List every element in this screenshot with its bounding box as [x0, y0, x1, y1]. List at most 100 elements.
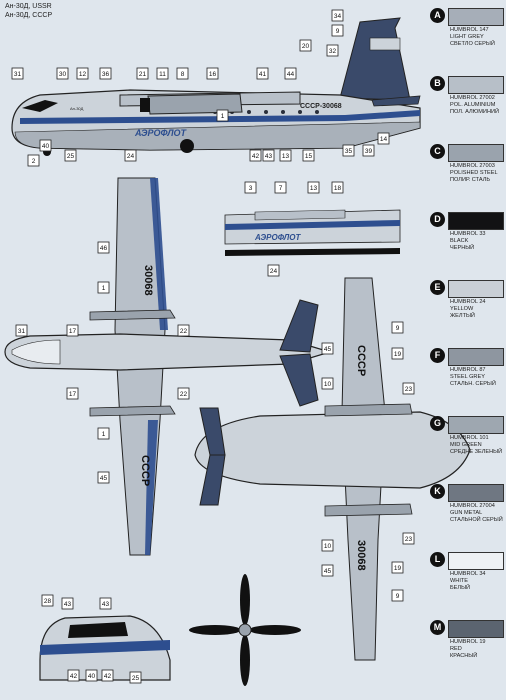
callout-number: 41	[259, 71, 267, 78]
swatch-letter: G	[430, 416, 445, 431]
callout-box	[244, 181, 257, 194]
callout-number: 1	[102, 285, 106, 292]
callout-box	[39, 139, 52, 152]
bottom-wing-country: СССР	[355, 345, 367, 376]
swatch-color-box	[448, 144, 504, 162]
callout-box	[156, 67, 169, 80]
swatch-label: HUMBROL 19 RED КРАСНЫЙ	[450, 639, 486, 659]
callout-number: 25	[132, 675, 140, 682]
side-view: АЭРОФЛОТ СССР-30068 Ан-30Д	[11, 17, 421, 156]
callout-number: 11	[159, 71, 166, 78]
swatch-label: HUMBROL 27004 GUN METAL СТАЛЬНОЙ СЕРЫЙ	[450, 503, 503, 523]
callout-box	[85, 669, 98, 682]
callout-number: 34	[334, 13, 342, 20]
swatch-letter: K	[430, 484, 445, 499]
callout-number: 40	[42, 143, 50, 150]
callout-box	[267, 264, 280, 277]
swatch-color-box	[448, 76, 504, 94]
plan-view-top: 30068 СССР	[4, 177, 333, 556]
swatch-letter: B	[430, 76, 445, 91]
callout-box	[61, 597, 74, 610]
callout-number: 42	[104, 673, 112, 680]
callout-number: 9	[396, 325, 400, 332]
callout-box	[402, 532, 415, 545]
callout-number: 45	[324, 568, 332, 575]
callout-number: 36	[102, 71, 110, 78]
swatch-label: HUMBROL 147 LIGHT GREY СВЕТЛО СЕРЫЙ	[450, 27, 495, 47]
callout-box	[362, 144, 375, 157]
swatch-color-box	[448, 552, 504, 570]
swatch-color-box	[448, 348, 504, 366]
bottom-tailplane-lower	[199, 454, 226, 506]
callout-box	[136, 67, 149, 80]
swatch-label: HUMBROL 101 MID GREEN СРЕДНЕ ЗЕЛЕНЫЙ	[450, 435, 503, 455]
callout-box	[321, 377, 334, 390]
callout-box	[256, 67, 269, 80]
callout-box	[302, 149, 315, 162]
callout-number: 9	[396, 593, 400, 600]
callout-number: 23	[405, 536, 413, 543]
callout-box	[177, 387, 190, 400]
detail-view: АЭРОФЛОТ	[219, 207, 401, 261]
swatch-letter: E	[430, 280, 445, 295]
callout-number: 23	[405, 386, 413, 393]
callout-number: 45	[324, 346, 332, 353]
callout-number: 3	[249, 185, 253, 192]
swatch-label: HUMBROL 27003 POLISHED STEEL ПОЛИР. СТАЛ…	[450, 163, 498, 183]
callout-number: 1	[221, 113, 225, 120]
top-engine-right	[89, 405, 176, 417]
callout-number: 24	[127, 153, 135, 160]
callout-box	[216, 109, 229, 122]
callout-number: 1	[102, 431, 106, 438]
detail-airline-text: АЭРОФЛОТ	[254, 233, 301, 242]
callout-number: 13	[310, 185, 318, 192]
swatch-label: HUMBROL 33 BLACK ЧЕРНЫЙ	[450, 231, 486, 251]
callout-box	[391, 347, 404, 360]
callout-number: 40	[88, 673, 96, 680]
callout-box	[274, 181, 287, 194]
callout-number: 17	[69, 391, 77, 398]
callout-number: 30	[59, 71, 67, 78]
callout-box	[97, 241, 110, 254]
top-wing-number: 30068	[142, 265, 154, 296]
callout-number: 14	[380, 136, 388, 143]
swatch-letter: F	[430, 348, 445, 363]
callout-box	[262, 149, 275, 162]
callout-box	[342, 144, 355, 157]
callout-number: 39	[365, 148, 373, 155]
callout-number: 8	[181, 71, 185, 78]
callout-box	[331, 181, 344, 194]
callout-box	[97, 281, 110, 294]
callout-box	[321, 342, 334, 355]
swatch-label: HUMBROL 34 WHITE БЕЛЫЙ	[450, 571, 486, 591]
callout-box	[66, 324, 79, 337]
callout-number: 44	[287, 71, 295, 78]
callout-number: 9	[336, 28, 340, 35]
callout-box	[11, 67, 24, 80]
callout-number: 31	[18, 328, 26, 335]
callout-box	[97, 427, 110, 440]
callout-box	[176, 67, 189, 80]
plan-view-bottom: СССР 30068	[190, 277, 471, 661]
callout-box	[321, 539, 334, 552]
detail-wing	[254, 209, 346, 221]
callout-box	[331, 9, 344, 22]
callout-number: 22	[180, 328, 188, 335]
swatch-letter: M	[430, 620, 445, 635]
swatch-color-box	[448, 620, 504, 638]
header: Ан-30Д, USSR Ан-30Д, СССР	[5, 2, 52, 20]
header-line-1: Ан-30Д, USSR	[5, 3, 52, 10]
callout-box	[99, 67, 112, 80]
callout-box	[377, 132, 390, 145]
callout-number: 12	[79, 71, 87, 78]
callout-box	[402, 382, 415, 395]
callout-number: 43	[64, 601, 72, 608]
tailplane	[371, 95, 421, 107]
callout-box	[101, 669, 114, 682]
swatch-letter: A	[430, 8, 445, 23]
callout-box	[299, 39, 312, 52]
callout-box	[129, 671, 142, 684]
top-wing-country: СССР	[139, 455, 151, 486]
